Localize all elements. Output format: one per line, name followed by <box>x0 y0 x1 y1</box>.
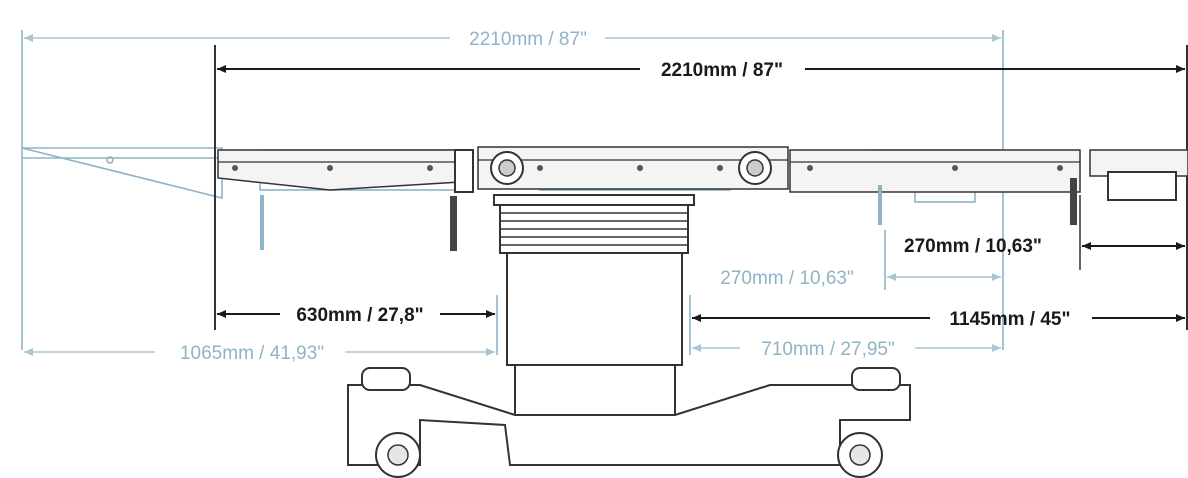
total-length-dark-label: 2210mm / 87" <box>661 60 783 81</box>
column-to-foot-light-label: 710mm / 27,95" <box>761 339 894 360</box>
head-to-column-dark-dimension: 630mm / 27,8" <box>217 305 495 326</box>
head-to-column-light-label: 1065mm / 41,93" <box>180 343 324 364</box>
head-to-column-light-dimension: 1065mm / 41,93" <box>24 343 495 364</box>
leg-section-dark-dimension: 270mm / 10,63" <box>904 195 1185 270</box>
leg-section-dark-label: 270mm / 10,63" <box>904 236 1042 257</box>
column-bellows <box>499 204 689 254</box>
total-length-light-dimension: 2210mm / 87" <box>24 29 1001 50</box>
table-top-outline <box>214 45 1188 330</box>
column-and-base <box>347 194 911 478</box>
total-length-dark-dimension: 2210mm / 87" <box>217 60 1185 81</box>
leg-section-light-label: 270mm / 10,63" <box>720 268 853 289</box>
column-to-foot-dark-label: 1145mm / 45" <box>950 309 1071 330</box>
column-to-foot-light-dimension: 710mm / 27,95" <box>692 339 1001 360</box>
leg-section-light-dimension: 270mm / 10,63" <box>720 268 1001 289</box>
total-length-light-label: 2210mm / 87" <box>469 29 587 50</box>
column-to-foot-dark-dimension: 1145mm / 45" <box>692 309 1185 330</box>
head-to-column-dark-label: 630mm / 27,8" <box>296 305 423 326</box>
